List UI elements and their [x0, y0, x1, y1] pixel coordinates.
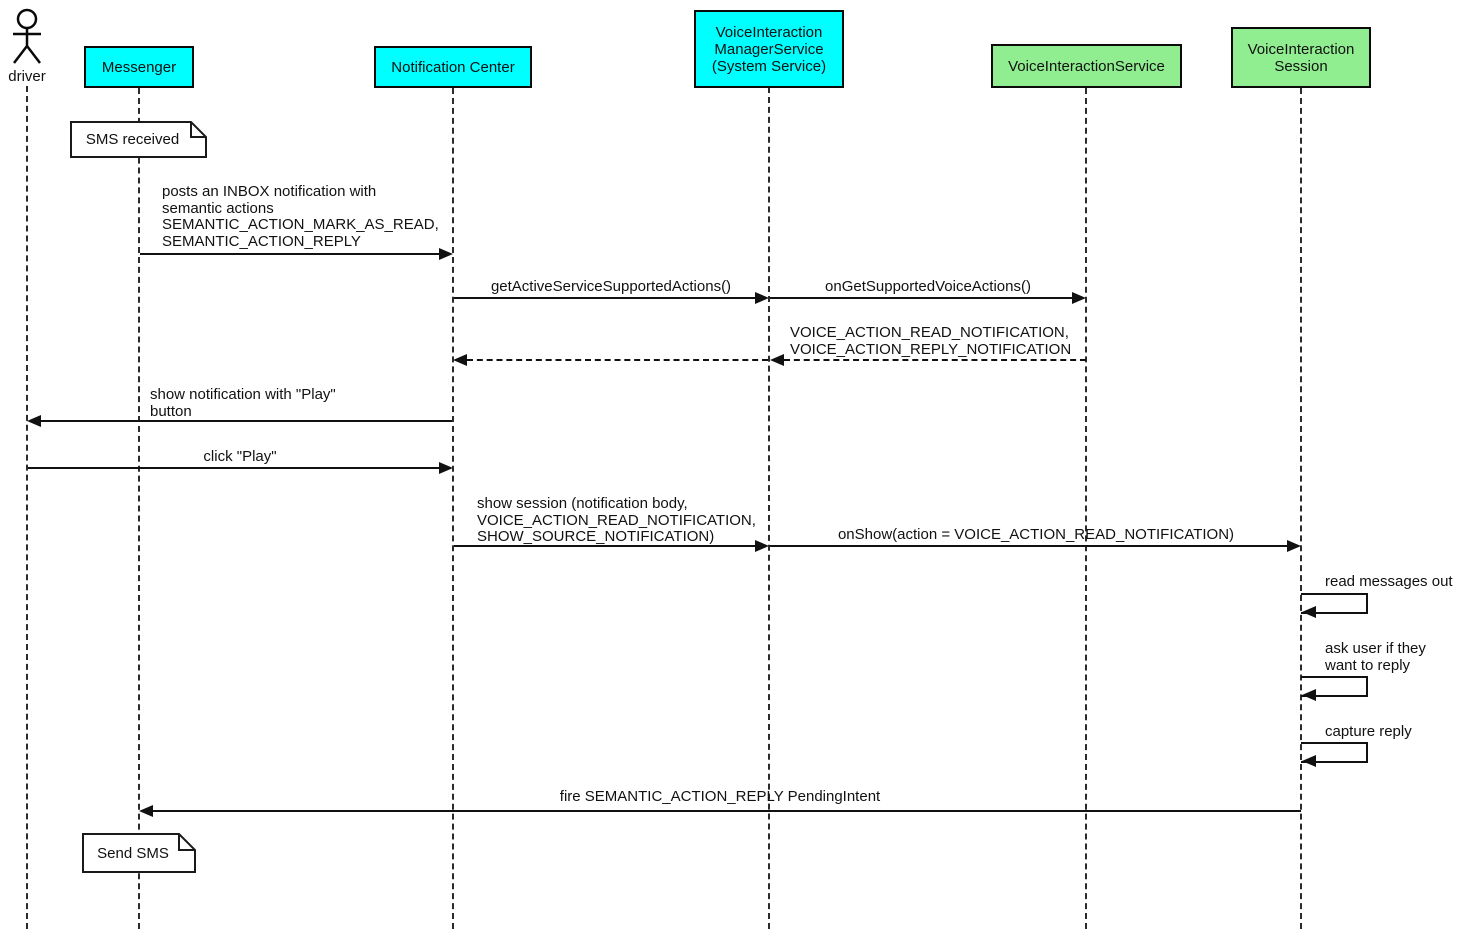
note-send-sms: Send SMS [82, 833, 196, 873]
participant-voice-interaction-manager-service: VoiceInteraction ManagerService (System … [694, 10, 844, 88]
message-fire-pending-intent-line [153, 810, 1301, 812]
arrowhead-left-icon [1302, 755, 1316, 767]
lifeline-voice-interaction-manager-service [768, 87, 770, 929]
lifeline-messenger [138, 88, 140, 929]
message-supported-actions-forward-line [467, 359, 768, 361]
arrowhead-left-icon [1302, 606, 1316, 618]
person-icon [13, 8, 41, 64]
message-show-notification-line [41, 420, 452, 422]
lifeline-voice-interaction-session [1300, 88, 1302, 929]
message-click-play-label: click "Play" [203, 448, 277, 465]
message-fire-pending-intent-label: fire SEMANTIC_ACTION_REPLY PendingIntent [559, 788, 881, 805]
arrowhead-left-icon [139, 805, 153, 817]
message-supported-actions-return-label: VOICE_ACTION_READ_NOTIFICATION, VOICE_AC… [790, 324, 1072, 358]
participant-voice-interaction-session-label: VoiceInteraction Session [1247, 40, 1355, 75]
arrowhead-left-icon [1302, 689, 1316, 701]
participant-notification-center: Notification Center [374, 46, 532, 88]
message-on-get-supported-voice-actions-label: onGetSupportedVoiceActions() [825, 278, 1031, 295]
lifeline-driver [26, 86, 28, 929]
message-get-active-service-supported-actions-line [454, 297, 757, 299]
arrowhead-left-icon [453, 354, 467, 366]
note-shape [70, 121, 207, 158]
participant-voice-interaction-service: VoiceInteractionService [991, 44, 1182, 88]
message-post-notification-label: posts an INBOX notification with semanti… [162, 183, 439, 250]
arrowhead-right-icon [755, 292, 769, 304]
note-sms-received-label: SMS received [85, 131, 180, 148]
message-click-play-line [28, 467, 440, 469]
arrowhead-right-icon [755, 540, 769, 552]
message-supported-actions-return-line [784, 359, 1086, 361]
message-ask-user-reply-loop [1301, 676, 1368, 697]
note-shape [82, 833, 196, 873]
lifeline-notification-center [452, 88, 454, 929]
participant-messenger-label: Messenger [101, 58, 177, 76]
message-on-get-supported-voice-actions-line [770, 297, 1074, 299]
arrowhead-left-icon [770, 354, 784, 366]
message-show-session-label: show session (notification body, VOICE_A… [477, 495, 756, 545]
participant-voice-interaction-session: VoiceInteraction Session [1231, 27, 1371, 88]
message-show-notification-label: show notification with "Play" button [150, 386, 336, 420]
message-on-show-line [770, 545, 1289, 547]
participant-messenger: Messenger [84, 46, 194, 88]
arrowhead-right-icon [439, 462, 453, 474]
participant-notification-center-label: Notification Center [391, 58, 515, 76]
actor-driver-label: driver [8, 68, 46, 85]
participant-voice-interaction-service-label: VoiceInteractionService [1008, 57, 1165, 75]
participant-voice-interaction-manager-service-label: VoiceInteraction ManagerService (System … [711, 23, 827, 75]
message-read-messages-out-loop [1301, 593, 1368, 614]
note-sms-received: SMS received [70, 121, 207, 158]
lifeline-voice-interaction-service [1085, 88, 1087, 929]
arrowhead-right-icon [1072, 292, 1086, 304]
message-post-notification-line [140, 253, 441, 255]
arrowhead-right-icon [1287, 540, 1301, 552]
message-on-show-label: onShow(action = VOICE_ACTION_READ_NOTIFI… [837, 526, 1235, 543]
message-read-messages-out-label: read messages out [1325, 573, 1453, 590]
note-send-sms-label: Send SMS [97, 844, 169, 862]
message-get-active-service-supported-actions-label: getActiveServiceSupportedActions() [490, 278, 732, 295]
message-capture-reply-label: capture reply [1325, 723, 1412, 740]
message-show-session-line [454, 545, 757, 547]
arrowhead-left-icon [27, 415, 41, 427]
message-ask-user-reply-label: ask user if they want to reply [1325, 640, 1426, 674]
message-capture-reply-loop [1301, 742, 1368, 763]
arrowhead-right-icon [439, 248, 453, 260]
